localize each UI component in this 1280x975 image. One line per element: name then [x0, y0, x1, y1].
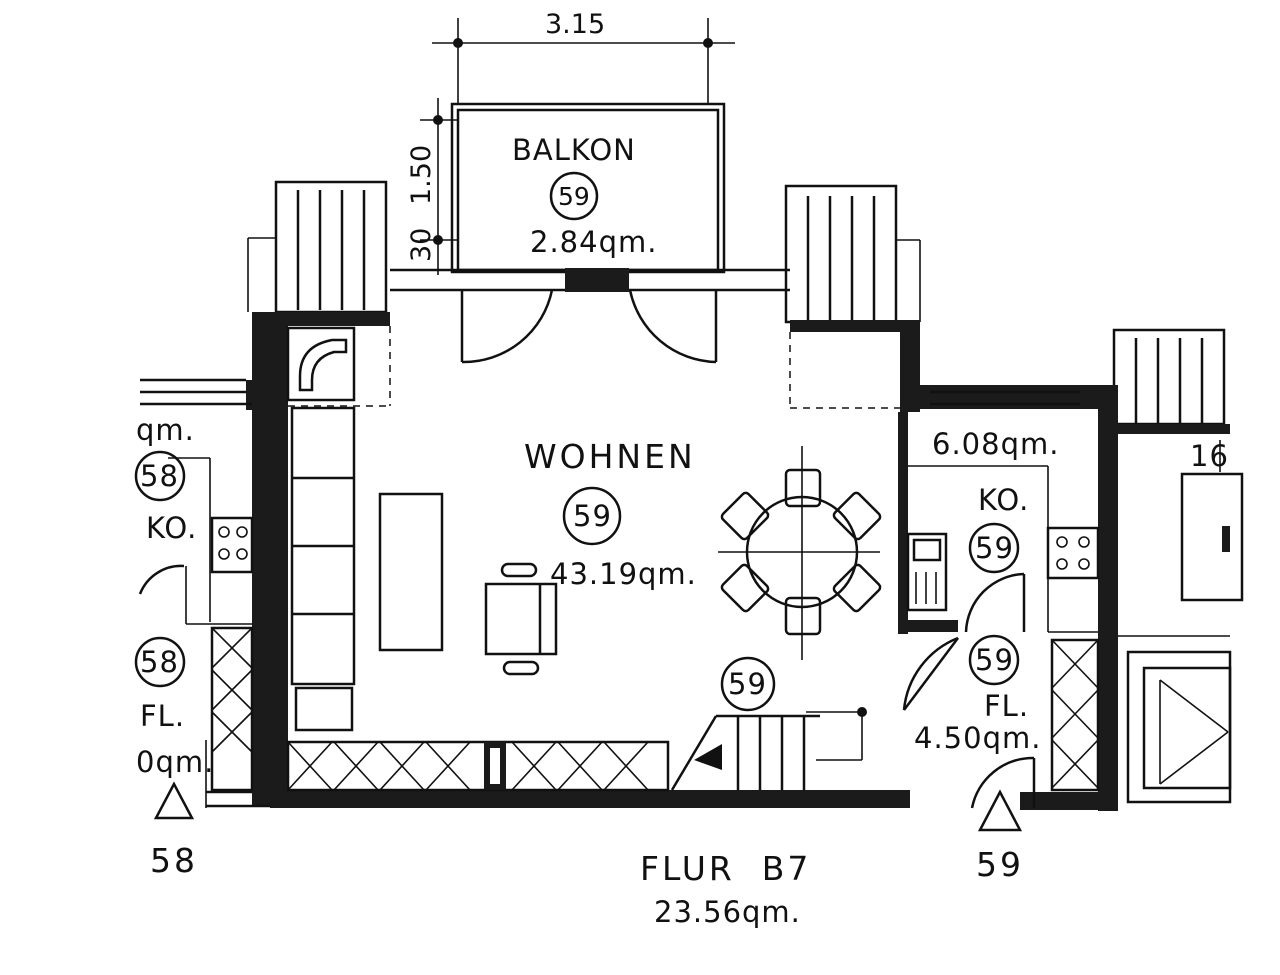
left-bay-window [247, 180, 388, 314]
coffee-table [378, 492, 444, 652]
left-kitchen-label: KO. [146, 511, 197, 545]
dining-table [718, 446, 882, 660]
corner-chair [286, 326, 356, 402]
balcony: BALKON 59 2.84qm. [390, 102, 790, 292]
dimension-balcony-depth: 1.50 30 [406, 98, 458, 275]
wohnen-label-group: WOHNEN 59 43.19qm. [524, 437, 697, 591]
balkon-area: 2.84qm. [530, 225, 657, 259]
interior-door [902, 636, 959, 711]
entrance-59: 59 [976, 789, 1024, 884]
right-bay-window [784, 184, 921, 324]
left-flur-label: FL. [140, 699, 185, 733]
left-flur-number: 58 [140, 645, 179, 679]
dimension-wall-label: 30 [406, 228, 437, 262]
balcony-doors [460, 289, 718, 364]
entrance-58: 58 [150, 781, 198, 880]
far-right-bay-window [1112, 328, 1226, 426]
flur-unit: 59 [975, 643, 1014, 677]
wohnen-label: WOHNEN [524, 437, 696, 476]
wohnen-unit: 59 [573, 499, 612, 533]
stair-unit: 59 [728, 667, 767, 701]
wohnen-area: 43.19qm. [550, 557, 697, 591]
entrance-59-label: 59 [976, 845, 1024, 884]
dashed-outlines [288, 326, 900, 409]
right-unit: 16 [1118, 439, 1244, 804]
sofa [290, 406, 356, 732]
corridor-label: FLUR B7 [640, 849, 811, 888]
staircase: 59 [670, 656, 867, 791]
dimension-width-label: 3.15 [545, 9, 605, 40]
left-flur-area: 0qm. [136, 745, 214, 779]
corridor-area: 23.56qm. [654, 895, 801, 929]
dimension-balcony-width: 3.15 [432, 9, 735, 105]
balkon-unit: 59 [558, 182, 590, 211]
kitchen-label: KO. [978, 483, 1029, 517]
right-unit-area: 16 [1190, 439, 1229, 473]
flur-label: FL. [984, 689, 1029, 723]
dimension-depth-label: 1.50 [406, 145, 437, 205]
left-unit: qm. 58 KO. 58 FL. 0qm. [134, 378, 270, 808]
kitchen-area: 6.08qm. [932, 427, 1059, 461]
left-unit-number: 58 [140, 459, 179, 493]
small-hallway: 59 FL. 4.50qm. [914, 634, 1100, 809]
kitchen-unit: 59 [975, 531, 1014, 565]
cupboards [286, 740, 670, 792]
entrance-58-label: 58 [150, 841, 198, 880]
kitchen: 6.08qm. KO. 59 [906, 390, 1100, 633]
armchair [484, 562, 558, 676]
flur-area: 4.50qm. [914, 721, 1041, 755]
balkon-label: BALKON [512, 133, 636, 167]
left-unit-area: qm. [136, 413, 195, 447]
corridor: FLUR B7 23.56qm. [640, 849, 811, 929]
walls [246, 312, 1230, 811]
